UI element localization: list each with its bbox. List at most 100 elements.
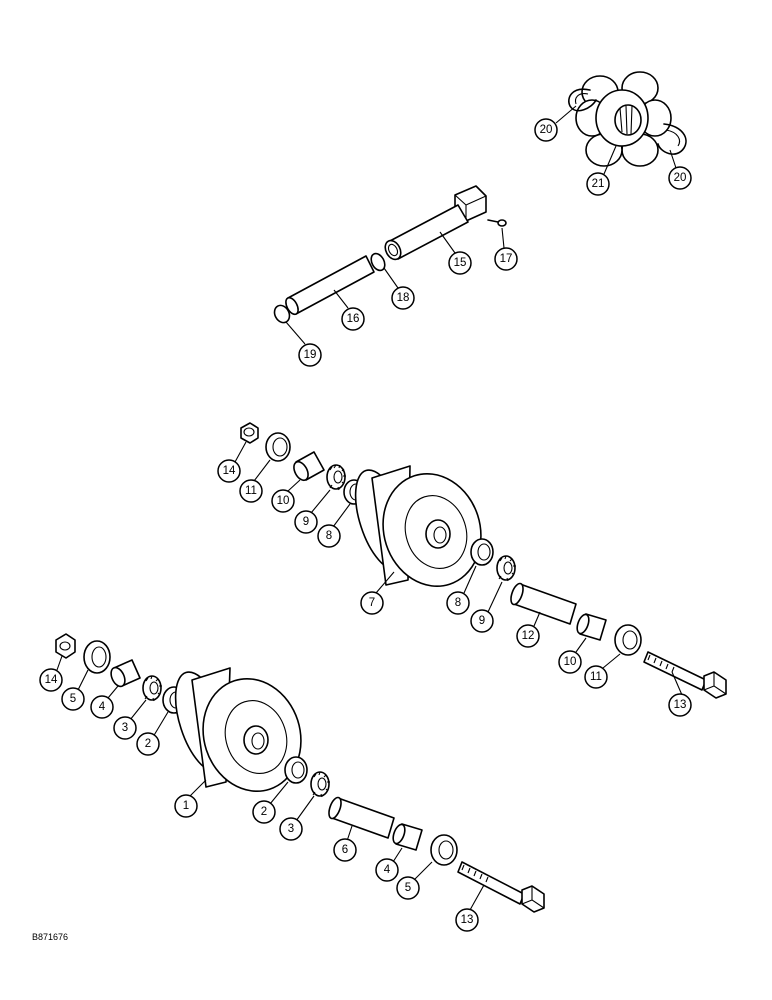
callout-label: 7 [369,597,375,609]
part-8-bearing-cup-upper-right [470,538,494,566]
callout-label: 19 [304,349,317,361]
callout-17: 17 [494,247,518,271]
callout-21: 21 [586,172,610,196]
callout-4a: 4 [90,695,114,719]
callout-label: 5 [70,693,76,705]
part-10-spacer-upper-left [293,451,325,482]
callout-9a: 9 [294,510,318,534]
callout-20a: 20 [534,118,558,142]
part-14-nut-upper [240,422,259,444]
callout-label: 9 [303,516,309,528]
part-11-seal-upper-left [265,432,291,462]
part-11-seal-upper-right [614,624,642,656]
callout-4b: 4 [375,858,399,882]
callout-10a: 10 [271,489,295,513]
part-5-seal-lower-right [430,834,458,866]
part-3-bearing-cone-lower-right [310,771,330,798]
callout-label: 12 [522,630,535,642]
callout-label: 13 [461,914,474,926]
callout-15: 15 [448,251,472,275]
callout-3a: 3 [113,716,137,740]
part-1-idler-wheel [174,667,302,793]
callout-18: 18 [391,286,415,310]
part-9-bearing-cone-upper-right [496,555,516,582]
callout-label: 14 [223,465,236,477]
part-6-spacer-tube-lower [328,796,395,839]
callout-1: 1 [174,794,198,818]
callout-label: 14 [45,674,58,686]
callout-label: 6 [342,844,348,856]
callout-label: 11 [590,671,602,683]
callout-label: 10 [564,656,577,668]
callout-2a: 2 [136,732,160,756]
callout-5a: 5 [61,687,85,711]
part-13-bolt-lower [457,861,545,913]
callout-14b: 14 [39,668,63,692]
callout-20b: 20 [668,166,692,190]
callout-label: 3 [288,823,294,835]
callout-7: 7 [360,591,384,615]
callout-label: 21 [592,178,605,190]
callout-label: 13 [674,699,687,711]
part-14-nut-lower [55,633,76,659]
callout-label: 10 [277,495,290,507]
callout-label: 8 [326,530,332,542]
part-10-spacer-upper-right [576,613,607,641]
callout-6: 6 [333,838,357,862]
callout-label: 4 [99,701,106,713]
part-16-pin [285,255,375,316]
callout-label: 8 [455,597,461,609]
part-17-grease-fitting [487,219,507,227]
callout-label: 18 [397,292,410,304]
callout-10b: 10 [558,650,582,674]
callout-label: 16 [347,313,360,325]
callout-label: 11 [245,485,257,497]
part-12-spacer-tube-upper [510,582,577,625]
callout-label: 3 [122,722,128,734]
callout-8a: 8 [317,524,341,548]
part-4-spacer-lower-right [392,823,423,851]
part-9-bearing-cone-upper-left [326,464,346,491]
callout-label: 20 [674,172,687,184]
lower-roller-assembly [55,633,545,913]
part-4-spacer-lower-left [110,659,141,688]
callout-label: 4 [384,864,391,876]
shaft-assembly [273,185,507,324]
callout-16: 16 [341,307,365,331]
callout-14a: 14 [217,459,241,483]
part-21-coupling [575,71,672,167]
callout-11b: 11 [584,665,608,689]
part-13-bolt-upper [643,651,727,699]
callout-8b: 8 [446,591,470,615]
callout-label: 2 [145,738,151,750]
callout-label: 9 [479,615,485,627]
callout-2b: 2 [252,800,276,824]
callout-label: 1 [183,800,189,812]
callout-3b: 3 [279,817,303,841]
part-5-seal-lower-left [83,640,111,674]
part-7-idler-wheel [354,465,482,588]
coupling-assembly [568,71,687,167]
callout-label: 15 [454,257,467,269]
callout-19: 19 [298,343,322,367]
upper-roller-assembly [240,422,727,699]
callout-5b: 5 [396,876,420,900]
part-15-bracket-tube [384,185,487,261]
callout-9b: 9 [470,609,494,633]
part-3-bearing-cone-lower-left [142,675,162,702]
callout-11a: 11 [239,479,263,503]
callout-label: 17 [500,253,513,265]
callout-12: 12 [516,624,540,648]
callout-label: 20 [540,124,553,136]
part-18-o-ring [370,252,386,272]
callout-13b: 13 [455,908,479,932]
callout-label: 2 [261,806,267,818]
figure-code: B871676 [32,932,68,942]
callout-13a: 13 [668,693,692,717]
callout-label: 5 [405,882,411,894]
part-20-snap-ring [568,88,597,112]
part-20-snap-ring-2 [657,123,687,155]
part-2-bearing-cup-lower-right [284,756,308,784]
leader-lines [56,105,683,911]
